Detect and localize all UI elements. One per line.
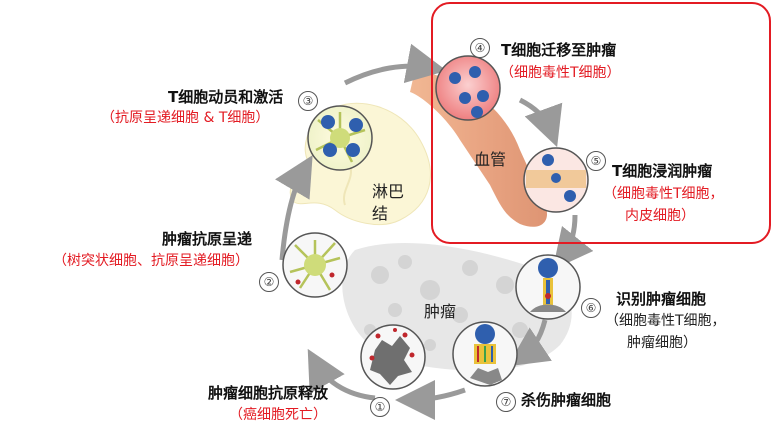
lymph-node-label-line1: 淋巴 <box>372 182 405 201</box>
step-5-title: T细胞浸润肿瘤 <box>612 162 713 180</box>
cell-step-6 <box>515 254 581 320</box>
cell-step-7 <box>452 321 518 387</box>
step-number-2: ② <box>259 272 279 292</box>
step-number-6: ⑥ <box>581 298 601 318</box>
step-2-subtitle: （树突状细胞、抗原呈递细胞） <box>53 253 249 269</box>
step-number-7: ⑦ <box>496 392 516 412</box>
step-2-title: 肿瘤抗原呈递 <box>162 230 253 248</box>
cell-step-1 <box>360 324 426 390</box>
step-4-subtitle: （细胞毒性T细胞） <box>500 65 621 81</box>
step-6-title: 识别肿瘤细胞 <box>616 290 707 308</box>
cell-step-3 <box>307 105 373 171</box>
step-5-subtitle-line1: （细胞毒性T细胞， <box>603 186 724 202</box>
step-number-1: ① <box>370 397 390 417</box>
step-number-4: ④ <box>470 38 490 58</box>
cycle-arrows <box>275 43 594 420</box>
lymph-node-label-line2: 结 <box>372 204 389 223</box>
step-3-subtitle: （抗原呈递细胞 & T细胞） <box>101 110 270 126</box>
step-1-title: 肿瘤细胞抗原释放 <box>208 384 329 402</box>
blood-vessel-label: 血管 <box>474 150 507 169</box>
cell-step-5 <box>523 147 589 213</box>
step-7-title: 杀伤肿瘤细胞 <box>521 391 612 409</box>
cell-step-4 <box>435 55 501 121</box>
highlight-box <box>431 2 771 244</box>
step-number-5: ⑤ <box>586 151 606 171</box>
step-number-3: ③ <box>298 91 318 111</box>
step-1-subtitle: （癌细胞死亡） <box>229 407 327 423</box>
cell-step-2 <box>282 232 348 298</box>
step-6-subtitle-line2: 肿瘤细胞） <box>627 335 697 351</box>
step-6-subtitle-line1: （细胞毒性T细胞， <box>605 313 726 329</box>
step-3-title: T细胞动员和激活 <box>168 88 284 106</box>
step-5-subtitle-line2: 内皮细胞） <box>625 208 695 224</box>
step-4-title: T细胞迁移至肿瘤 <box>501 41 617 59</box>
tumor-label: 肿瘤 <box>424 302 457 321</box>
